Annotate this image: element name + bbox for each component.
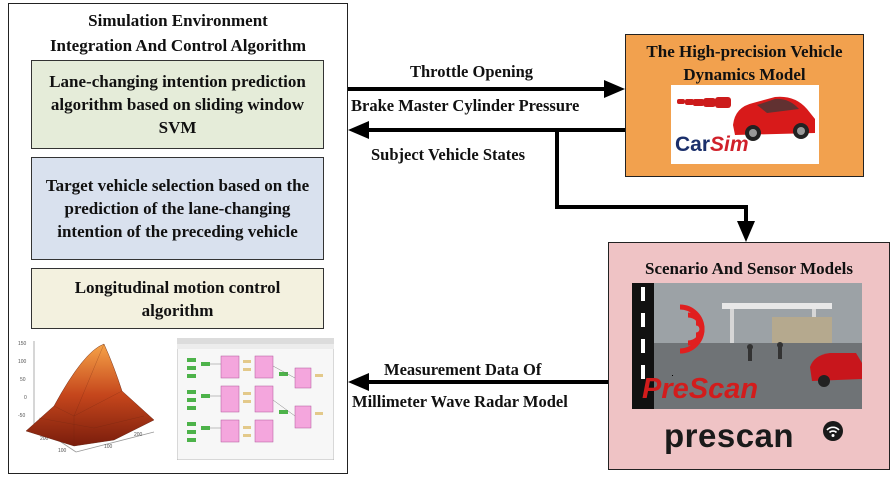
carsim-logo-sim: Sim: [710, 133, 749, 156]
svg-text:150: 150: [18, 341, 27, 347]
carsim-logo: CarSim: [675, 133, 749, 157]
states-arrowhead: [348, 121, 369, 139]
svg-text:100: 100: [104, 444, 113, 450]
svg-text:50: 50: [20, 377, 26, 383]
target-selection-block: Target vehicle selection based on the pr…: [31, 157, 324, 260]
carsim-logo-car: Car: [675, 133, 711, 156]
subject-vehicle-states-label: Subject Vehicle States: [371, 145, 525, 164]
simulink-model-thumbnail: [177, 338, 334, 460]
svg-text:100: 100: [58, 448, 67, 454]
prescan-brand-text: prescan: [664, 417, 795, 454]
prescan-screen-logo: PreScan: [642, 373, 759, 405]
measurement-label-line1: Measurement Data Of: [384, 360, 542, 379]
svg-text:100: 100: [18, 359, 27, 365]
throttle-arrowhead: [604, 80, 625, 98]
red-cars-illustration: [677, 96, 815, 141]
svg-text:0: 0: [24, 395, 27, 401]
longitudinal-control-block: Longitudinal motion control algorithm: [31, 268, 324, 329]
vehicle-model-title-line2: Dynamics Model: [683, 65, 806, 84]
left-panel-title-line2: Integration And Control Algorithm: [49, 36, 307, 55]
brake-pressure-label: Brake Master Cylinder Pressure: [351, 96, 580, 115]
surface-plot-thumbnail: 150 100 50 0 -50 200 100 100 200: [18, 341, 155, 454]
measurement-arrowhead: [348, 373, 369, 391]
prescan-screenshot: PreScan: [632, 283, 862, 409]
svm-prediction-block: Lane-changing intention prediction algor…: [31, 60, 324, 149]
prescan-brand-logo: prescan: [664, 417, 794, 455]
states-branch-line: [555, 130, 748, 222]
prescan-scene-illustration: [632, 283, 862, 409]
svg-text:-50: -50: [18, 413, 25, 419]
svg-text:200: 200: [134, 432, 143, 438]
carsim-image: CarSim: [671, 85, 819, 164]
vehicle-model-title-line1: The High-precision Vehicle: [646, 42, 843, 61]
left-panel-title-line1: Simulation Environment: [88, 11, 268, 30]
svg-text:200: 200: [40, 436, 49, 442]
measurement-label-line2: Millimeter Wave Radar Model: [352, 392, 568, 411]
branch-arrowhead: [737, 221, 755, 242]
wifi-icon: [823, 421, 843, 441]
scenario-model-title: Scenario And Sensor Models: [645, 259, 853, 278]
throttle-opening-label: Throttle Opening: [410, 62, 534, 81]
